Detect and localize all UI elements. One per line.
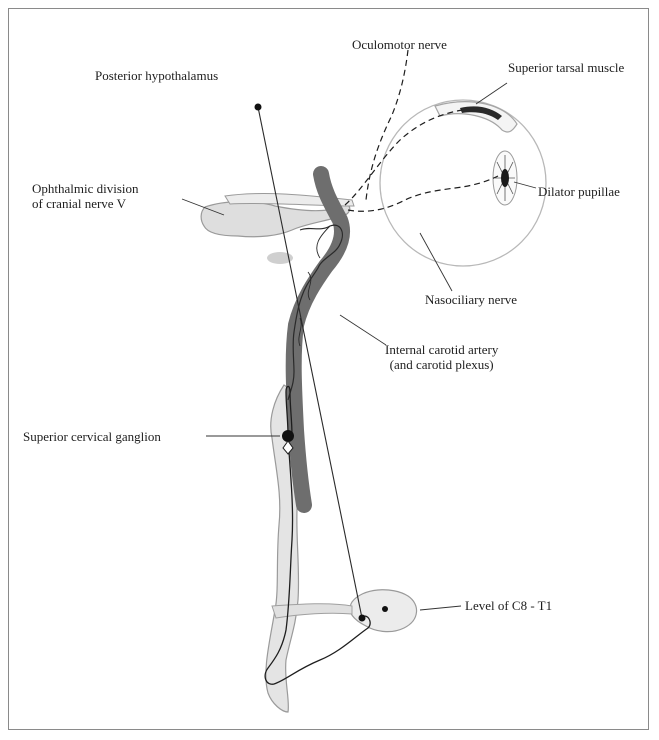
eyeball: [380, 100, 546, 266]
label-level-c8-t1: Level of C8 - T1: [465, 598, 552, 613]
first-order-neuron: [258, 107, 362, 618]
label-superior-cervical-ganglion: Superior cervical ganglion: [23, 429, 161, 444]
label-carotid-line2: (and carotid plexus): [385, 357, 498, 372]
label-carotid-line1: Internal carotid artery: [385, 342, 498, 357]
label-ophthalmic-line1: Ophthalmic division: [32, 181, 139, 196]
spinal-gray-dot: [382, 606, 388, 612]
label-posterior-hypothalamus: Posterior hypothalamus: [95, 68, 218, 83]
leader-superior-tarsal: [476, 83, 507, 104]
posterior-hypothalamus-dot: [255, 104, 262, 111]
label-nasociliary-nerve: Nasociliary nerve: [425, 292, 517, 307]
nasociliary-nerve: [348, 176, 498, 211]
oculomotor-nerve: [366, 50, 408, 200]
spinal-root: [272, 604, 352, 618]
label-oculomotor-nerve: Oculomotor nerve: [352, 37, 447, 52]
upper-eyelid: [435, 102, 517, 132]
label-ophthalmic-line2: of cranial nerve V: [32, 196, 139, 211]
label-internal-carotid-artery: Internal carotid artery (and carotid ple…: [385, 342, 498, 372]
leader-nasociliary: [420, 233, 452, 291]
label-dilator-pupillae: Dilator pupillae: [538, 184, 620, 199]
ciliospinal-center-dot: [359, 615, 366, 622]
label-ophthalmic-division: Ophthalmic division of cranial nerve V: [32, 181, 139, 211]
leader-dilator-pupillae: [514, 182, 536, 188]
leader-level: [420, 606, 461, 610]
label-superior-tarsal-muscle: Superior tarsal muscle: [508, 60, 624, 75]
pupil: [501, 169, 509, 187]
leader-carotid: [340, 315, 386, 345]
